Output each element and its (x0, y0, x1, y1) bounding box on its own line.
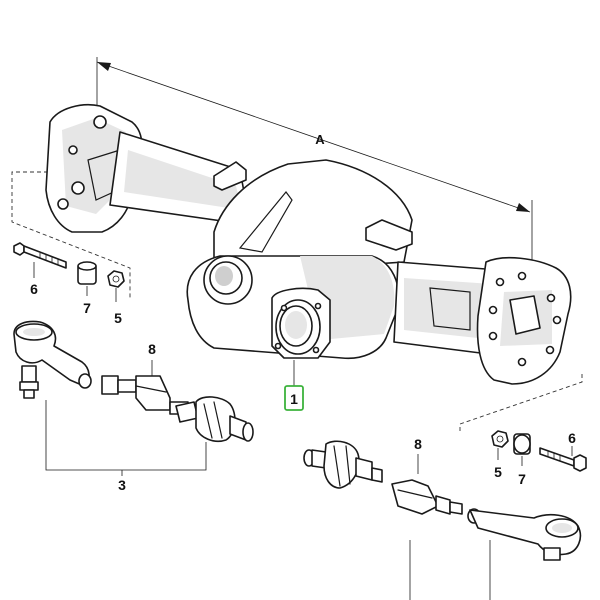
tie-rod-end-left (13, 320, 92, 399)
dashed-guides-left (11, 171, 131, 300)
inner-ball-joint-left (175, 396, 254, 443)
bushing-left: 7 (77, 261, 97, 316)
nut-left: 5 (107, 270, 125, 326)
callout-8-left-label: 8 (148, 341, 156, 357)
callout-1-highlight-box (284, 385, 304, 411)
callout-6-left-label: 6 (30, 281, 38, 297)
tie-rod-end-right (467, 508, 582, 561)
bushing-right: 7 (513, 433, 531, 487)
callout-right-bracket (409, 540, 491, 600)
callout-5-left-label: 5 (114, 310, 122, 326)
callout-6-right-label: 6 (568, 430, 576, 446)
callout-1-label: 1 (290, 391, 298, 407)
callout-1: 1 (284, 360, 304, 411)
callout-7-left-label: 7 (83, 300, 91, 316)
adjuster-sleeve-right: 8 (391, 436, 463, 515)
callout-3-label: 3 (118, 477, 126, 493)
dashed-guides-right (459, 374, 583, 434)
dimension-a-label: A (315, 132, 325, 147)
axle-housing (45, 104, 572, 385)
callout-7-right-label: 7 (518, 471, 526, 487)
dimension-a: A (96, 57, 533, 262)
callout-8-right-label: 8 (414, 436, 422, 452)
callout-5-right-label: 5 (494, 464, 502, 480)
adjuster-sleeve-left: 8 (101, 341, 189, 415)
callout-3-bracket: 3 (45, 400, 207, 493)
bolt-left: 6 (13, 242, 67, 297)
nut-right: 5 (491, 430, 509, 480)
inner-ball-joint-right (303, 440, 383, 489)
bolt-right: 6 (539, 430, 587, 472)
